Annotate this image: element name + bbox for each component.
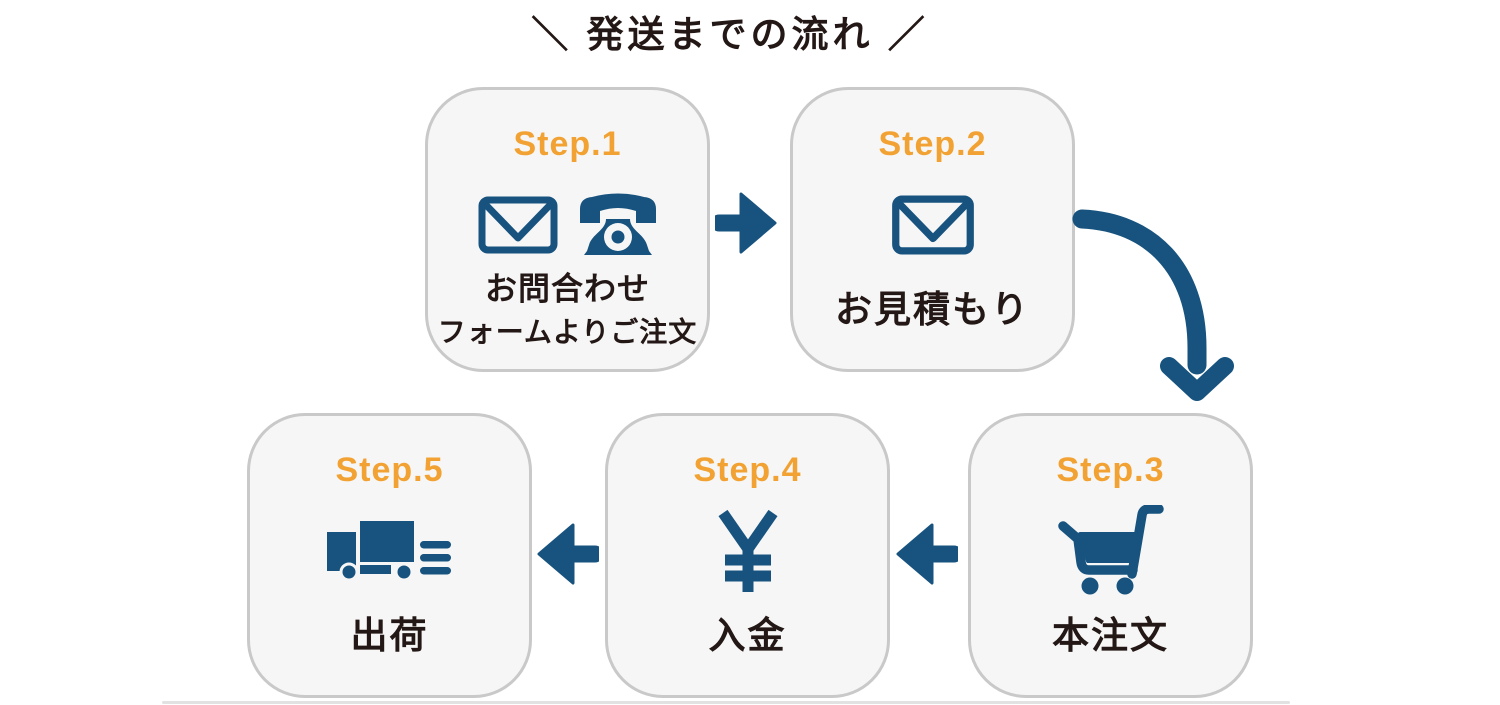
step1-card: Step.1 お問合わせ フォームよりご注文 (425, 87, 710, 372)
phone-icon (579, 193, 656, 255)
step1-label-line2: フォームよりご注文 (437, 316, 698, 347)
arrow-step3-to-step4 (896, 523, 958, 585)
step3-label: 本注文 (1052, 614, 1169, 656)
mail-icon (478, 196, 557, 254)
step1-number: Step.1 (513, 125, 622, 163)
step2-icons (793, 195, 1072, 255)
step4-icons (608, 508, 887, 594)
yen-icon (717, 509, 778, 592)
step5-label: 出荷 (350, 614, 429, 656)
step2-number: Step.2 (878, 125, 987, 163)
step3-number: Step.3 (1056, 451, 1165, 489)
step3-icons (971, 505, 1250, 597)
step1-label-line1: お問合わせ (484, 270, 650, 307)
arrow-step1-to-step2 (715, 192, 777, 254)
page-title: ＼ 発送までの流れ ／ (531, 14, 929, 55)
step2-card: Step.2 お見積もり (790, 87, 1075, 372)
step2-label: お見積もり (835, 288, 1030, 330)
arrow-step4-to-step5 (537, 523, 599, 585)
cart-icon (1057, 505, 1164, 595)
step4-number: Step.4 (693, 451, 802, 489)
mail-icon (891, 195, 974, 255)
step4-card: Step.4 入金 (605, 413, 890, 698)
step5-card: Step.5 出荷 (247, 413, 532, 698)
truck-icon (326, 521, 451, 582)
step3-card: Step.3 本注文 (968, 413, 1253, 698)
step5-icons (250, 520, 529, 582)
section-divider (162, 701, 1290, 704)
step4-label: 入金 (708, 614, 787, 656)
step1-label: お問合わせ フォームよりご注文 (428, 268, 707, 351)
step5-number: Step.5 (335, 451, 444, 489)
step1-icons (428, 193, 707, 257)
